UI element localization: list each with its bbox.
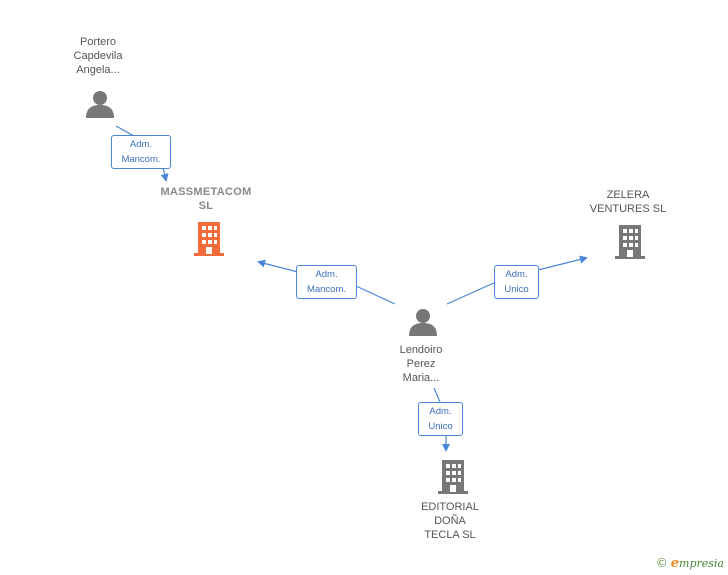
relation-line: Adm. (505, 269, 528, 280)
label-line: SL (198, 200, 214, 212)
node-portero-label[interactable]: Portero Capdevila Angela... (50, 35, 146, 77)
building-icon (438, 460, 468, 494)
brand-initial: e (670, 556, 680, 571)
label-line: Angela... (76, 64, 120, 76)
label-line: Lendoiro (399, 344, 443, 356)
relation-line: Unico (504, 284, 529, 295)
building-icon (615, 225, 645, 259)
label-line: TECLA SL (424, 529, 476, 541)
label-line: ZELERA (606, 189, 650, 201)
edge-lendoiro-editorial (433, 387, 446, 450)
label-line: Capdevila (73, 50, 123, 62)
node-massmetacom-label[interactable]: MASSMETACOM SL (146, 185, 266, 213)
label-line: DOÑA (434, 515, 466, 527)
relation-line: Unico (428, 421, 453, 432)
label-line: Portero (79, 36, 117, 48)
relation-box-lendoiro-editorial[interactable]: Adm. Unico (418, 402, 463, 436)
label-line: VENTURES SL (589, 203, 667, 215)
relation-box-lendoiro-zelera[interactable]: Adm. Unico (494, 265, 539, 299)
person-icon (409, 309, 437, 336)
edge-lendoiro-massmetacom (259, 262, 396, 305)
relation-line: Adm. (315, 269, 338, 280)
edge-lendoiro-zelera (446, 258, 586, 305)
brand-name: mpresia (679, 557, 724, 570)
relation-box-portero-massmetacom[interactable]: Adm. Mancom. (111, 135, 171, 169)
label-line: EDITORIAL (421, 501, 479, 513)
empresia-brand[interactable]: ©empresia (656, 556, 724, 571)
relation-line: Adm. (129, 139, 153, 150)
label-line: Perez (406, 358, 436, 370)
label-line: MASSMETACOM (160, 186, 252, 198)
edge-portero-massmetacom (115, 125, 166, 180)
copyright-symbol: © (655, 556, 668, 570)
relation-line: Adm. (429, 406, 452, 417)
node-lendoiro-label[interactable]: Lendoiro Perez Maria... (376, 343, 466, 385)
relation-box-lendoiro-massmetacom[interactable]: Adm. Mancom. (296, 265, 357, 299)
node-editorial-label[interactable]: EDITORIAL DOÑA TECLA SL (400, 500, 500, 542)
node-zelera-label[interactable]: ZELERA VENTURES SL (570, 188, 686, 216)
relation-line: Mancom. (306, 284, 347, 295)
relation-line: Mancom. (121, 154, 161, 165)
building-icon (194, 222, 224, 256)
person-icon (86, 91, 114, 118)
label-line: Maria... (402, 372, 440, 384)
